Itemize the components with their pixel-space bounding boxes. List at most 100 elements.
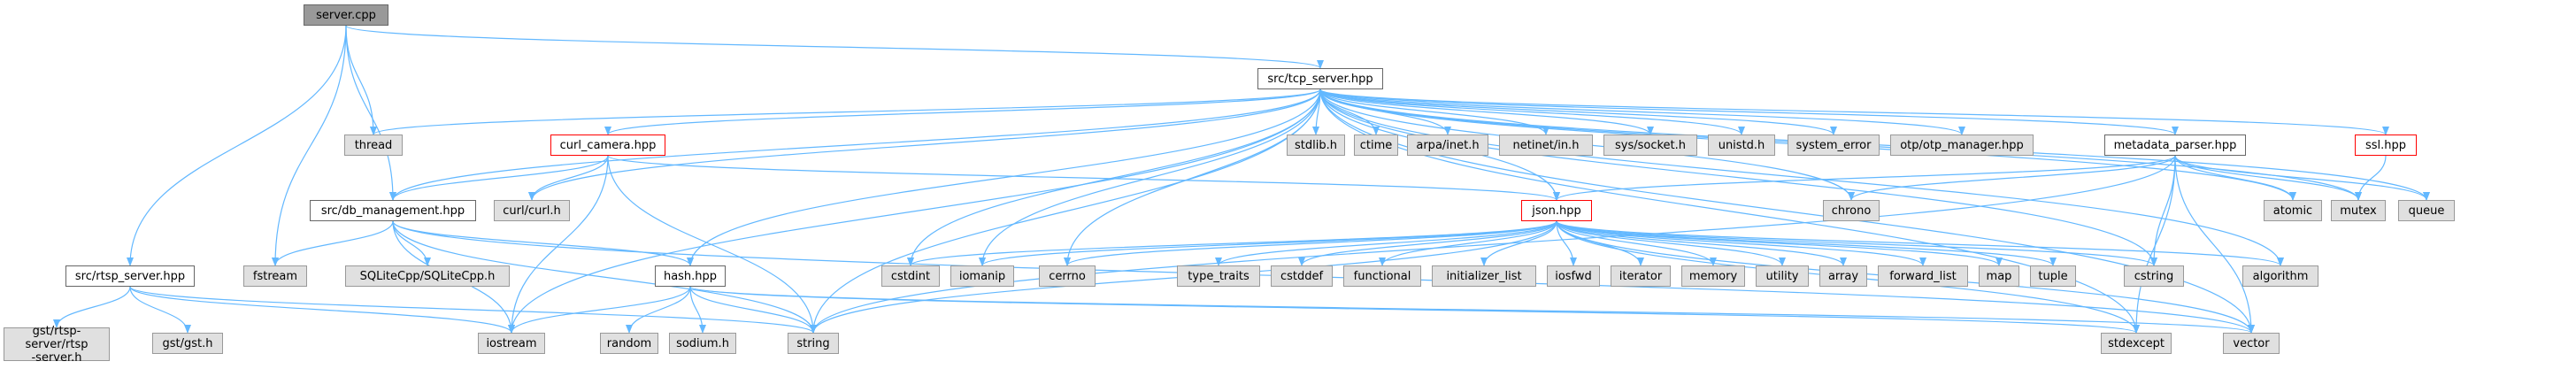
edge-tcp_server-to-cstdint [907, 88, 1321, 266]
node-netinet-in-h: netinet/in.h [1499, 135, 1593, 156]
edge-metadata_parser-to-queue [2174, 155, 2430, 201]
node-map: map [1979, 265, 2019, 287]
edge-rtsp_server-to-iostream [129, 286, 515, 334]
node-array: array [1819, 265, 1867, 287]
edge-json-to-memory [1556, 220, 1717, 266]
node-sqlitecpp-h: SQLiteCpp/SQLiteCpp.h [345, 265, 510, 287]
node-vector: vector [2223, 333, 2280, 354]
node-gst-gst-h: gst/gst.h [152, 333, 223, 354]
node-sodium-h: sodium.h [669, 333, 736, 354]
edge-metadata_parser-to-stdexcept [2133, 155, 2176, 334]
node-metadata-parser-hpp[interactable]: metadata_parser.hpp [2104, 135, 2246, 156]
node-forward-list: forward_list [1878, 265, 1968, 287]
edge-rtsp_server-to-gst_rtsp [53, 286, 131, 328]
node-mutex: mutex [2331, 200, 2386, 221]
edge-server_cpp-to-db_management [345, 25, 396, 201]
edge-rtsp_server-to-string [129, 286, 817, 334]
node-unistd-h: unistd.h [1708, 135, 1775, 156]
node-tuple: tuple [2030, 265, 2076, 287]
edge-tcp_server-to-system_error [1319, 88, 1837, 135]
edge-json-to-array [1556, 220, 1847, 266]
edge-tcp_server-to-sys_socket [1319, 88, 1654, 135]
node-tcp-server-hpp[interactable]: src/tcp_server.hpp [1257, 68, 1383, 89]
node-sys-socket-h: sys/socket.h [1603, 135, 1697, 156]
edge-json-to-initializer_list [1480, 220, 1557, 266]
edge-json-to-tuple [1556, 220, 2057, 266]
edge-db_management-to-sqlitecpp [392, 220, 431, 266]
node-otp-manager-hpp: otp/otp_manager.hpp [1890, 135, 2034, 156]
node-type-traits: type_traits [1177, 265, 1260, 287]
edge-hash-to-iostream [508, 286, 691, 334]
edge-tcp_server-to-curl_curl [528, 88, 1321, 201]
node-cstring: cstring [2124, 265, 2184, 287]
edge-curl_camera-to-curl_curl [528, 155, 609, 201]
edge-curl_camera-to-json [607, 155, 1560, 201]
edge-hash-to-sodium [689, 286, 706, 334]
edge-ssl-to-mutex [2355, 155, 2387, 201]
node-rtsp-server-hpp[interactable]: src/rtsp_server.hpp [65, 265, 195, 287]
edge-tcp_server-to-iostream [508, 88, 1321, 334]
node-string: string [788, 333, 839, 354]
edge-tcp_server-to-unistd [1319, 88, 1745, 135]
edge-curl_camera-to-db_management [389, 155, 609, 201]
edge-hash-to-random [626, 286, 691, 334]
edge-metadata_parser-to-mutex [2174, 155, 2362, 201]
node-arpa-inet-h: arpa/inet.h [1407, 135, 1488, 156]
node-utility: utility [1756, 265, 1809, 287]
edge-hash-to-vector [689, 286, 2255, 334]
node-ctime: ctime [1354, 135, 1398, 156]
node-ssl-hpp[interactable]: ssl.hpp [2355, 135, 2417, 156]
node-hash-hpp[interactable]: hash.hpp [655, 265, 726, 287]
node-initializer-list: initializer_list [1432, 265, 1536, 287]
edge-metadata_parser-to-json [1553, 155, 2176, 201]
node-server-cpp[interactable]: server.cpp [304, 4, 388, 26]
node-queue: queue [2398, 200, 2455, 221]
edge-json-to-utility [1556, 220, 1786, 266]
node-iosfwd: iosfwd [1547, 265, 1600, 287]
edge-tcp_server-to-metadata_parser [1319, 88, 2179, 135]
edge-tcp_server-to-cstring [1319, 88, 2157, 266]
edge-hash-to-stdexcept [689, 286, 2140, 334]
edge-rtsp_server-to-gst_gst [129, 286, 191, 334]
edge-json-to-forward_list [1556, 220, 1926, 266]
node-thread: thread [344, 135, 403, 156]
edge-tcp_server-to-thread [370, 88, 1321, 135]
edge-json-to-cerrno [1064, 220, 1557, 266]
edge-hash-to-string [689, 286, 817, 334]
edge-tcp_server-to-otp_manager [1319, 88, 1965, 135]
edge-json-to-type_traits [1215, 220, 1557, 266]
edge-json-to-functional [1379, 220, 1557, 266]
node-cstdint: cstdint [881, 265, 940, 287]
edge-db_management-to-string [392, 220, 817, 334]
node-stdexcept: stdexcept [2101, 333, 2172, 354]
edge-tcp_server-to-algorithm [1319, 88, 2284, 266]
node-curl-curl-h: curl/curl.h [494, 200, 570, 221]
node-atomic: atomic [2264, 200, 2322, 221]
node-algorithm: algorithm [2242, 265, 2318, 287]
edge-json-to-cstddef [1298, 220, 1557, 266]
node-db-management-hpp[interactable]: src/db_management.hpp [310, 200, 476, 221]
node-cstddef: cstddef [1271, 265, 1333, 287]
edge-db_management-to-hash [392, 220, 694, 266]
node-cerrno: cerrno [1039, 265, 1096, 287]
node-random: random [600, 333, 658, 354]
edge-metadata_parser-to-atomic [2174, 155, 2296, 201]
edge-server_cpp-to-fstream [272, 25, 347, 266]
edge-curl_camera-to-string [607, 155, 817, 334]
edge-tcp_server-to-string [810, 88, 1321, 334]
edge-tcp_server-to-cerrno [1064, 88, 1321, 266]
node-curl-camera-hpp[interactable]: curl_camera.hpp [550, 135, 665, 156]
node-system-error: system_error [1788, 135, 1880, 156]
node-json-hpp[interactable]: json.hpp [1521, 200, 1592, 221]
edge-tcp_server-to-ssl [1319, 88, 2389, 135]
edge-metadata_parser-to-string [810, 155, 2176, 334]
edge-json-to-cstring [1556, 220, 2157, 266]
node-fstream: fstream [243, 265, 307, 287]
node-iterator: iterator [1611, 265, 1671, 287]
edge-tcp_server-to-hash [687, 88, 1321, 266]
node-functional: functional [1343, 265, 1421, 287]
edge-tcp_server-to-db_management [389, 88, 1321, 201]
edge-server_cpp-to-thread [345, 25, 377, 135]
